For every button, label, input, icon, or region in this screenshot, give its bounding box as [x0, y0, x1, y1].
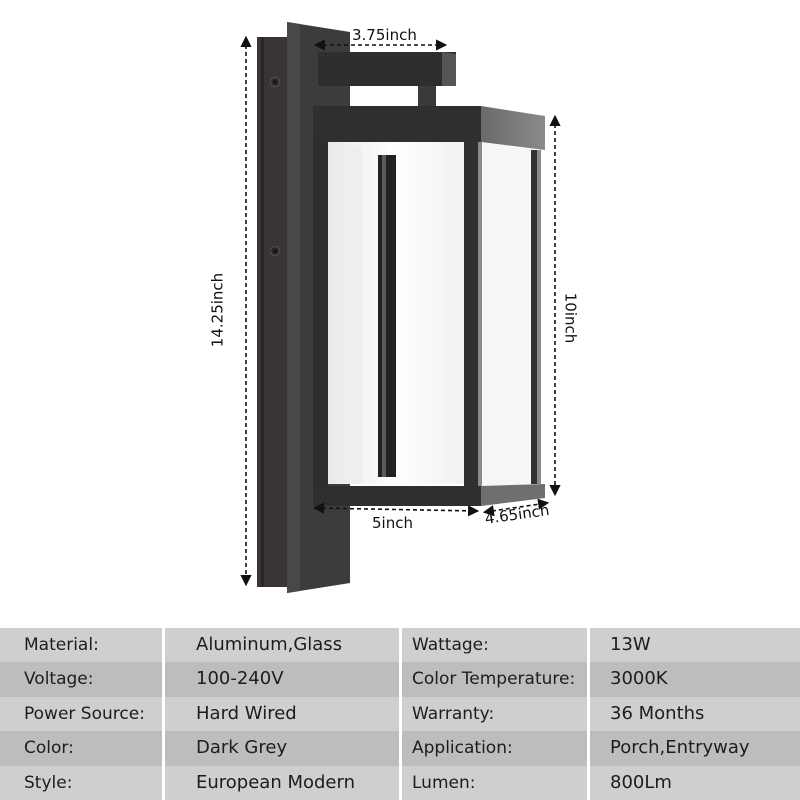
product-diagram: 3.75inch 14.25inch 10inch 5inch 4.65inch	[208, 22, 580, 593]
spec-value: Porch,Entryway	[610, 737, 750, 759]
table-divider	[587, 628, 590, 800]
mounting-arm	[318, 52, 456, 110]
table-divider	[399, 628, 402, 800]
spec-value: 800Lm	[610, 771, 672, 793]
spec-value: 100-240V	[196, 668, 284, 690]
spec-label: Voltage:	[24, 669, 94, 690]
total-height-label: 14.25inch	[208, 272, 227, 348]
spec-label: Lumen:	[412, 772, 476, 793]
spec-value: Dark Grey	[196, 737, 288, 759]
spec-value: 3000K	[610, 668, 668, 690]
table-divider	[162, 628, 165, 800]
spec-label: Style:	[24, 772, 73, 793]
lantern-bottom	[313, 484, 545, 506]
spec-value: European Modern	[196, 771, 355, 793]
spec-value: Aluminum,Glass	[196, 634, 343, 655]
spec-value: 13W	[610, 634, 651, 655]
spec-label: Warranty:	[412, 703, 495, 724]
spec-label: Material:	[24, 635, 99, 655]
lantern-top	[313, 106, 545, 150]
wall-lantern-icon	[240, 22, 561, 593]
lantern-width-label: 5inch	[372, 514, 413, 532]
spec-label: Color:	[24, 738, 74, 759]
spec-label: Wattage:	[412, 635, 489, 655]
spec-value: Hard Wired	[196, 702, 297, 724]
spec-value: 36 Months	[610, 702, 705, 724]
arm-width-label: 3.75inch	[352, 26, 417, 44]
backplate-rear	[257, 37, 287, 587]
lantern-height-label: 10inch	[561, 292, 580, 344]
spec-label: Application:	[412, 738, 513, 759]
spec-label: Power Source:	[24, 703, 145, 724]
spec-label: Color Temperature:	[412, 669, 576, 690]
